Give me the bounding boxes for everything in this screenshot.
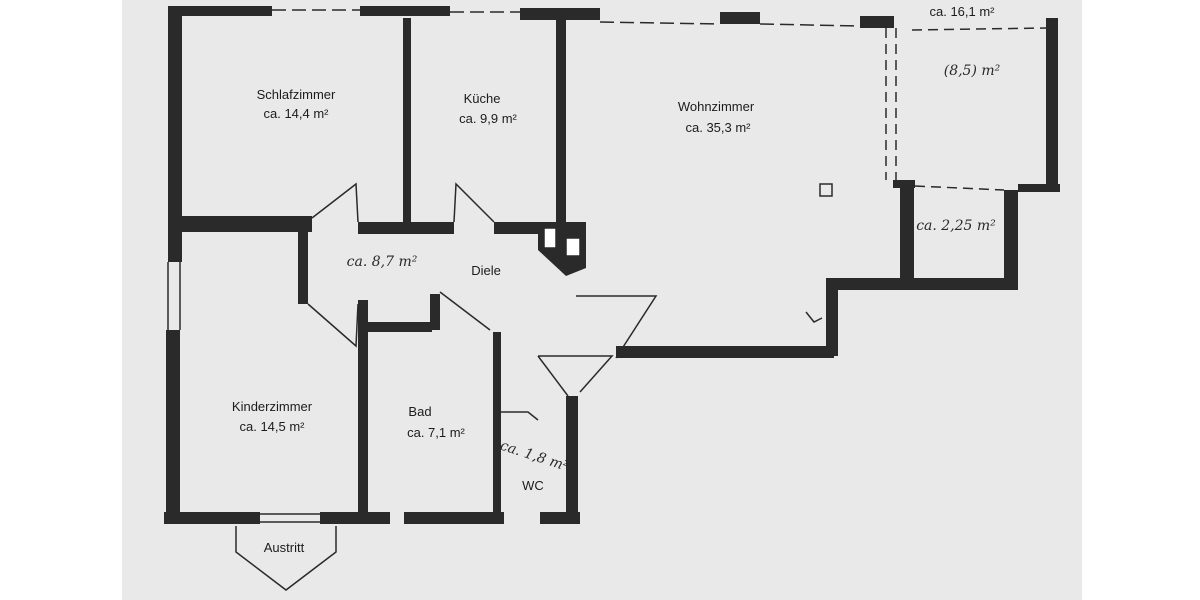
wall-wc-right [566,396,578,524]
exit-label: Austritt [264,540,305,555]
handwritten-diele-area: ca. 8,7 m² [347,254,418,270]
handwritten-small-room-area: ca. 2,25 m² [916,218,996,234]
handwritten-wc-area: ca. 1,8 m² [498,438,571,475]
window-line [599,21,721,25]
window-line [759,23,861,27]
chimney-opening [543,227,557,249]
room-name-wc: WC [522,478,544,493]
wall-diele-left [298,232,308,304]
wall-bedroom-kitchen [403,18,411,222]
room-area-schlafzimmer: ca. 14,4 m² [263,106,329,121]
door-swing-wc [501,411,539,421]
door-swing-living [576,295,658,359]
wall-top-segment [360,6,450,16]
wall-left-lower [166,330,180,524]
wall-kitchen-bottom [358,222,454,234]
wall-small-room-right [1004,190,1018,290]
balcony-edge-line [914,185,1005,191]
room-area-kueche: ca. 9,9 m² [459,111,517,126]
wall-bad-top-post [430,294,440,330]
walls [164,6,1060,524]
left-margin [0,0,122,600]
exit-outline [235,526,337,591]
room-name-bad: Bad [408,404,431,419]
fixture-square [819,183,833,197]
chimney-opening [565,237,581,257]
room-name-schlafzimmer: Schlafzimmer [257,87,336,102]
wall-left-upper [168,6,182,262]
thin-lines [167,9,1047,591]
wall-living-right [900,186,914,280]
room-area-kinderzimmer: ca. 14,5 m² [239,419,305,434]
wall-bottom-segment [164,512,260,524]
room-area-wohnzimmer: ca. 35,3 m² [685,120,751,135]
wall-balcony-bottom [1018,184,1060,192]
handwritten-balkon-half: (8,5) m² [944,63,1001,79]
balcony-edge-line [911,27,1047,31]
entry-door-line [538,355,614,393]
wall-top-segment [520,8,600,20]
room-name-diele: Diele [471,263,501,278]
door-swing-kinderzimmer [307,303,359,348]
wall-bedroom-bottom [176,216,312,232]
wall-kitchen-living [556,20,566,256]
door-swing-kitchen [453,182,495,223]
wall-living-step [826,278,838,356]
room-name-kueche: Küche [464,91,501,106]
entry-door-line [537,355,569,397]
wall-bottom-segment [404,512,504,524]
room-area-balkon: ca. 16,1 m² [929,4,995,19]
wall-bad-top [368,322,432,332]
door-swing-bad [439,291,491,331]
room-name-kinderzimmer: Kinderzimmer [232,399,313,414]
door-swing-bedroom [311,182,359,223]
wall-top-segment [860,16,894,28]
wall-top-segment [172,6,272,16]
wall-kitchen-bottom [494,222,544,234]
wall-balcony-corner [893,180,915,188]
room-area-bad: ca. 7,1 m² [407,425,465,440]
wall-bad-wc [493,332,501,512]
floor-plan-paper [122,0,1082,600]
wall-bottom-segment [320,512,390,524]
room-name-wohnzimmer: Wohnzimmer [678,99,755,114]
wall-living-step-top [826,278,1016,290]
right-margin [1082,0,1200,600]
wall-balcony-right [1046,18,1058,190]
wall-kinderzimmer-right [358,300,368,512]
fixture-mark [805,311,823,323]
wall-top-segment [720,12,760,24]
wall-living-bottom [616,346,834,358]
